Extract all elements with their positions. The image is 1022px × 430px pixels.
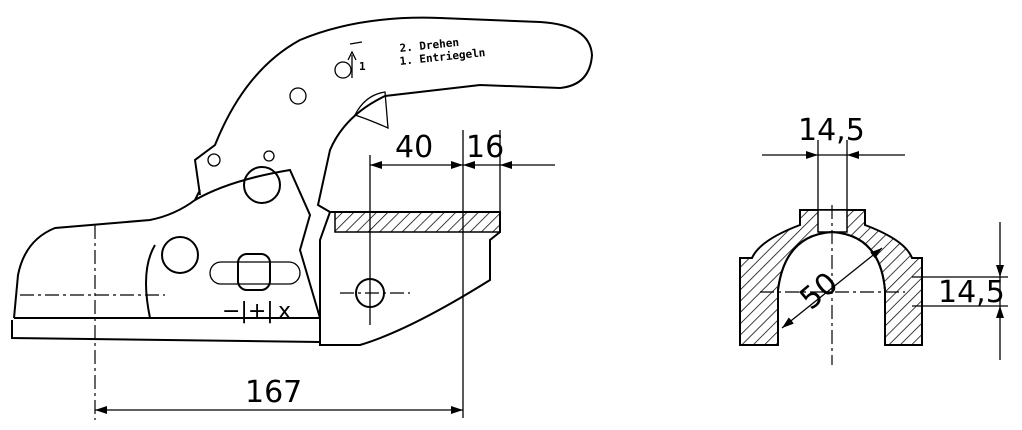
pivot-bolt bbox=[243, 166, 281, 204]
rivet-icon bbox=[334, 61, 352, 79]
base-plate bbox=[11, 320, 321, 343]
rivet-icon bbox=[263, 150, 275, 162]
coupling-side-view: 1 2. Drehen 1. Entriegeln −|+| x 40 16 1… bbox=[11, 16, 594, 420]
wear-indicator-mark: x bbox=[278, 299, 291, 324]
dim-40: 40 bbox=[395, 130, 433, 165]
housing-rib bbox=[145, 244, 156, 319]
housing-outline bbox=[13, 189, 201, 319]
indicator-knob bbox=[237, 253, 271, 291]
indicator-slot bbox=[209, 261, 301, 285]
wear-indicator-scale: −|+| bbox=[222, 299, 274, 324]
arrow-up-icon bbox=[347, 41, 363, 78]
rivet-icon bbox=[289, 87, 307, 105]
rivet-icon bbox=[207, 153, 221, 167]
bolt-hole bbox=[161, 236, 199, 274]
dim-diameter: 50 bbox=[793, 266, 845, 317]
coupling-section-view: 14,5 14,5 50 bbox=[739, 113, 1008, 365]
release-lever bbox=[354, 91, 389, 130]
dim-16: 16 bbox=[466, 130, 504, 165]
dim-right-height: 14,5 bbox=[938, 275, 1005, 310]
label-drehen: 2. Drehen bbox=[399, 36, 460, 55]
dim-167: 167 bbox=[245, 375, 302, 410]
side-plate bbox=[194, 168, 321, 319]
dim-top-width: 14,5 bbox=[798, 113, 865, 148]
handle-outline bbox=[193, 16, 594, 213]
arrow-number: 1 bbox=[359, 60, 366, 73]
hatched-section bbox=[334, 211, 501, 233]
